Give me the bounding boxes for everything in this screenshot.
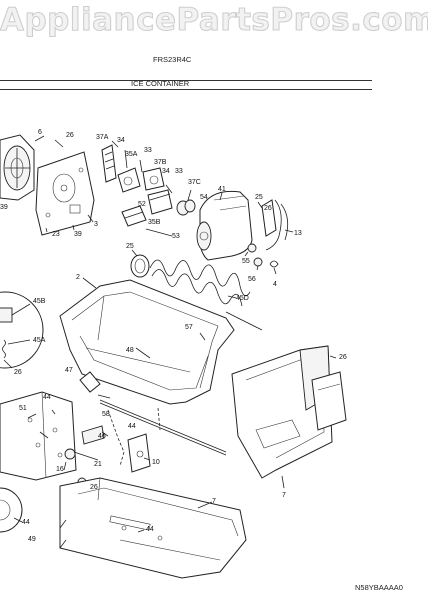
callout-44-a: 51 <box>19 405 27 412</box>
watermark-logo: AppliancePartsPros.com <box>0 1 428 38</box>
model-number: FRS23R4C <box>153 55 192 64</box>
callout-7: 7 <box>282 492 286 499</box>
callout-26-d: 57 <box>185 324 193 331</box>
callout-35a: 35A <box>125 151 138 158</box>
part-crusher-hardware <box>101 140 196 237</box>
section-title: ICE CONTAINER <box>131 79 190 88</box>
callout-47: 58 <box>102 411 110 418</box>
part-bottom-rail <box>59 477 247 579</box>
callout-4: 2 <box>76 274 80 281</box>
callout-39-b: 3 <box>94 221 98 228</box>
callout-53: 53 <box>172 233 180 240</box>
callout-26-a: 26 <box>66 132 74 139</box>
part-mid-clip <box>127 433 151 473</box>
callout-54: 54 <box>200 194 208 201</box>
callout-26-f: 16 <box>56 466 64 473</box>
callout-48: 47 <box>65 367 73 374</box>
callout-46: 44 <box>128 423 136 430</box>
callout-21: 26 <box>90 484 98 491</box>
callout-52: 52 <box>138 201 146 208</box>
part-mounting-bracket <box>35 139 95 236</box>
callout-44-c: 44 <box>146 526 154 533</box>
callout-26-b: 26 <box>264 205 272 212</box>
detail-inset-circle <box>0 291 44 369</box>
callout-26-e: 48 <box>126 347 134 354</box>
part-rod <box>99 399 227 467</box>
callout-57: 26 <box>339 354 347 361</box>
section-rule <box>0 89 372 90</box>
callout-33-b: 33 <box>175 168 183 175</box>
callout-6: 6 <box>38 129 42 136</box>
callout-10: 21 <box>94 461 102 468</box>
callout-45d: 45B <box>33 298 46 305</box>
part-ice-bucket <box>59 277 235 405</box>
callout-44-d: 49 <box>28 536 36 543</box>
callout-25-a: 25 <box>255 194 263 201</box>
part-clips-springs <box>244 199 294 275</box>
part-auger-motor-cover <box>0 134 45 201</box>
callout-35b: 35B <box>148 219 161 226</box>
callout-34-b: 34 <box>162 168 170 175</box>
callout-39-a: 23 <box>52 231 60 238</box>
callout-labels: 6 26 37A 34 35A 33 37B 34 33 37C 41 25 2… <box>0 129 347 543</box>
part-left-housing <box>0 371 111 489</box>
callout-25-b: 55 <box>242 258 250 265</box>
callout-51: 46 <box>98 433 106 440</box>
callout-44-b: 10 <box>152 459 160 466</box>
callout-37a: 37A <box>96 134 109 141</box>
callout-2: 45D <box>236 295 249 302</box>
callout-55: 56 <box>248 276 256 283</box>
callout-23: 39 <box>74 231 82 238</box>
part-lower-left-disc <box>0 487 23 533</box>
figure-code: N58YBAAAA0 <box>355 583 403 592</box>
callout-37c: 37C <box>188 179 201 186</box>
header-rule <box>0 80 372 81</box>
part-front-cover <box>231 345 347 489</box>
part-auger-spiral <box>149 259 263 331</box>
callout-56: 4 <box>273 281 277 288</box>
part-auger-bearing <box>130 249 150 278</box>
callout-3: 25 <box>126 243 134 250</box>
callout-37b: 37B <box>154 159 167 166</box>
part-motor-housing <box>196 190 253 261</box>
callout-16: 44 <box>22 519 30 526</box>
callout-58: 44 <box>43 394 51 401</box>
callout-41: 41 <box>218 186 226 193</box>
callout-49: 7 <box>212 498 216 505</box>
callout-45a: 26 <box>14 369 22 376</box>
callout-33-a: 33 <box>144 147 152 154</box>
callout-45b: 45A <box>33 337 46 344</box>
callout-34-a: 34 <box>117 137 125 144</box>
callout-13: 13 <box>294 230 302 237</box>
callout-26-c: 39 <box>0 204 8 211</box>
